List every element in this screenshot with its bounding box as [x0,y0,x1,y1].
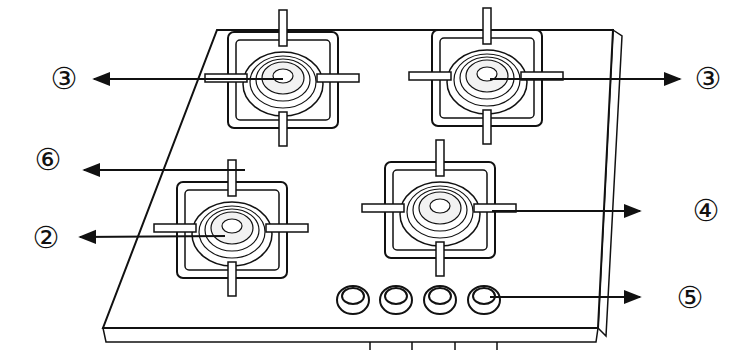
leader-line [490,296,640,298]
burner-bottom-left [154,160,308,296]
callout-number: ③ [51,64,78,94]
callout-number: ④ [693,196,720,226]
callout-number: ⑥ [35,145,62,175]
callout-number: ③ [695,64,722,94]
leader-line [492,210,640,212]
burner-bottom-right [362,140,516,276]
callout-number: ⑤ [677,283,704,313]
leader-line [84,169,245,171]
leader-lines [80,79,680,297]
burner-top-right [409,8,563,144]
leader-line [94,78,283,80]
control-knobs [337,286,500,314]
callout-number: ② [33,223,60,253]
leader-line [490,78,680,80]
hob-edge [103,328,598,342]
hob-feet [370,342,497,350]
leader-line [80,236,225,237]
